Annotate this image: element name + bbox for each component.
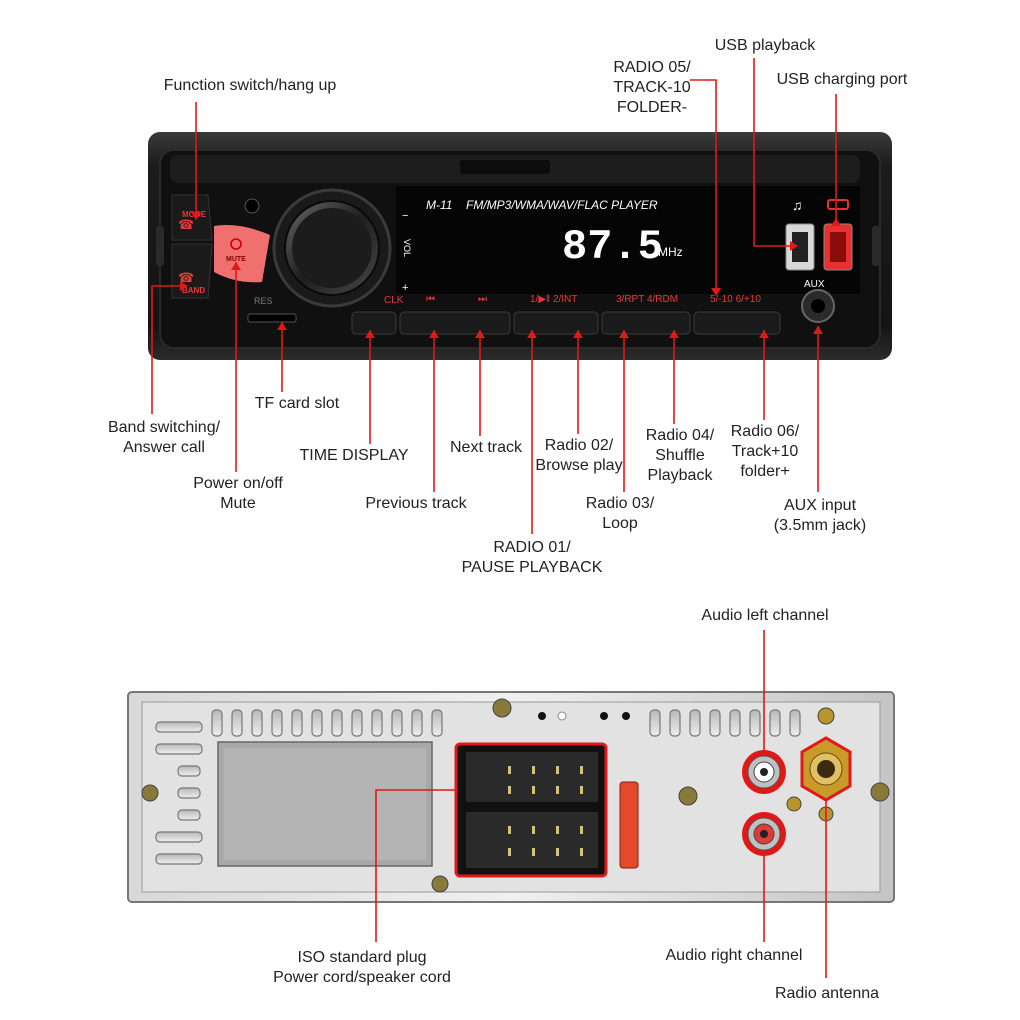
label-usb-playback: USB playback <box>714 37 816 54</box>
rca-left-jack[interactable] <box>742 750 786 794</box>
label-aux-input: AUX input (3.5mm jack) <box>773 497 867 534</box>
label-function-switch: Function switch/hang up <box>163 77 337 94</box>
formats-text: FM/MP3/WMA/WAV/FLAC PLAYER <box>466 198 658 212</box>
arrowheads <box>180 212 841 338</box>
leader-lines <box>151 58 837 978</box>
label-usb-charging: USB charging port <box>776 71 908 88</box>
btn-5-6[interactable] <box>693 311 781 335</box>
btn-3-4[interactable] <box>601 311 691 335</box>
label-iso-plug: ISO standard plug Power cord/speaker cor… <box>273 949 451 986</box>
next-icon: ⏭ <box>478 294 487 305</box>
vol-minus: − <box>402 210 408 222</box>
label-power: Power on/off Mute <box>193 475 283 512</box>
tf-card-slot[interactable] <box>247 313 297 323</box>
vol-plus: + <box>402 282 408 294</box>
clk-label: CLK <box>384 295 404 306</box>
mute-label: MUTE <box>226 256 246 263</box>
aux-label: AUX <box>804 279 825 290</box>
label-radio04: Radio 04/ Shuffle Playback <box>645 427 715 484</box>
label-prev-track: Previous track <box>365 495 467 512</box>
label-band-switching: Band switching/ Answer call <box>107 419 221 456</box>
antenna-socket[interactable] <box>800 736 852 802</box>
fuse <box>619 781 639 869</box>
btn-1-2-label: 1/▶‖ 2/INT <box>530 294 577 305</box>
label-radio06: Radio 06/ Track+10 folder+ <box>730 423 800 480</box>
label-time-display: TIME DISPLAY <box>299 447 409 464</box>
btn-5-6-label: 5/-10 6/+10 <box>710 294 761 305</box>
label-radio01: RADIO 01/ PAUSE PLAYBACK <box>461 539 603 576</box>
frequency-unit: MHz <box>658 245 683 259</box>
clk-button[interactable] <box>351 311 397 335</box>
prev-next-button[interactable] <box>399 311 511 335</box>
battery-icon <box>827 199 849 210</box>
front-panel: ♫ ☎ ☎ <box>148 132 892 360</box>
answer-icon: ☎ <box>178 270 194 285</box>
rca-right-jack[interactable] <box>742 812 786 856</box>
vol-label: VOL <box>402 239 412 257</box>
label-radio05: RADIO 05/ TRACK-10 FOLDER- <box>613 59 691 116</box>
screw-icon <box>817 707 835 725</box>
iso-connector[interactable] <box>454 742 608 878</box>
prev-icon: ⏮ <box>426 294 435 305</box>
frequency-readout: 87.5 <box>562 223 663 271</box>
label-audio-right: Audio right channel <box>665 947 803 964</box>
hangup-icon: ☎ <box>178 217 194 232</box>
band-label: BAND <box>182 286 205 295</box>
screw-icon <box>870 782 890 802</box>
screw-icon <box>678 786 698 806</box>
mute-button[interactable] <box>214 225 270 283</box>
label-tf-card: TF card slot <box>254 395 340 412</box>
rear-panel <box>127 691 895 903</box>
label-audio-left: Audio left channel <box>701 607 829 624</box>
rst-label: RES <box>254 296 273 306</box>
screw-icon <box>786 796 802 812</box>
label-radio03: Radio 03/ Loop <box>585 495 655 532</box>
label-next-track: Next track <box>449 439 522 456</box>
label-radio-antenna: Radio antenna <box>774 985 880 1002</box>
power-icon <box>230 238 242 250</box>
btn-3-4-label: 3/RPT 4/RDM <box>616 294 678 305</box>
btn-1-2[interactable] <box>513 311 599 335</box>
screw-icon <box>431 875 449 893</box>
display-area <box>396 186 860 294</box>
screw-icon <box>492 698 512 718</box>
model-text: M-11 <box>426 198 452 212</box>
screw-icon <box>141 784 159 802</box>
label-radio02: Radio 02/ Browse play <box>535 437 623 474</box>
music-note-icon: ♫ <box>792 197 803 213</box>
